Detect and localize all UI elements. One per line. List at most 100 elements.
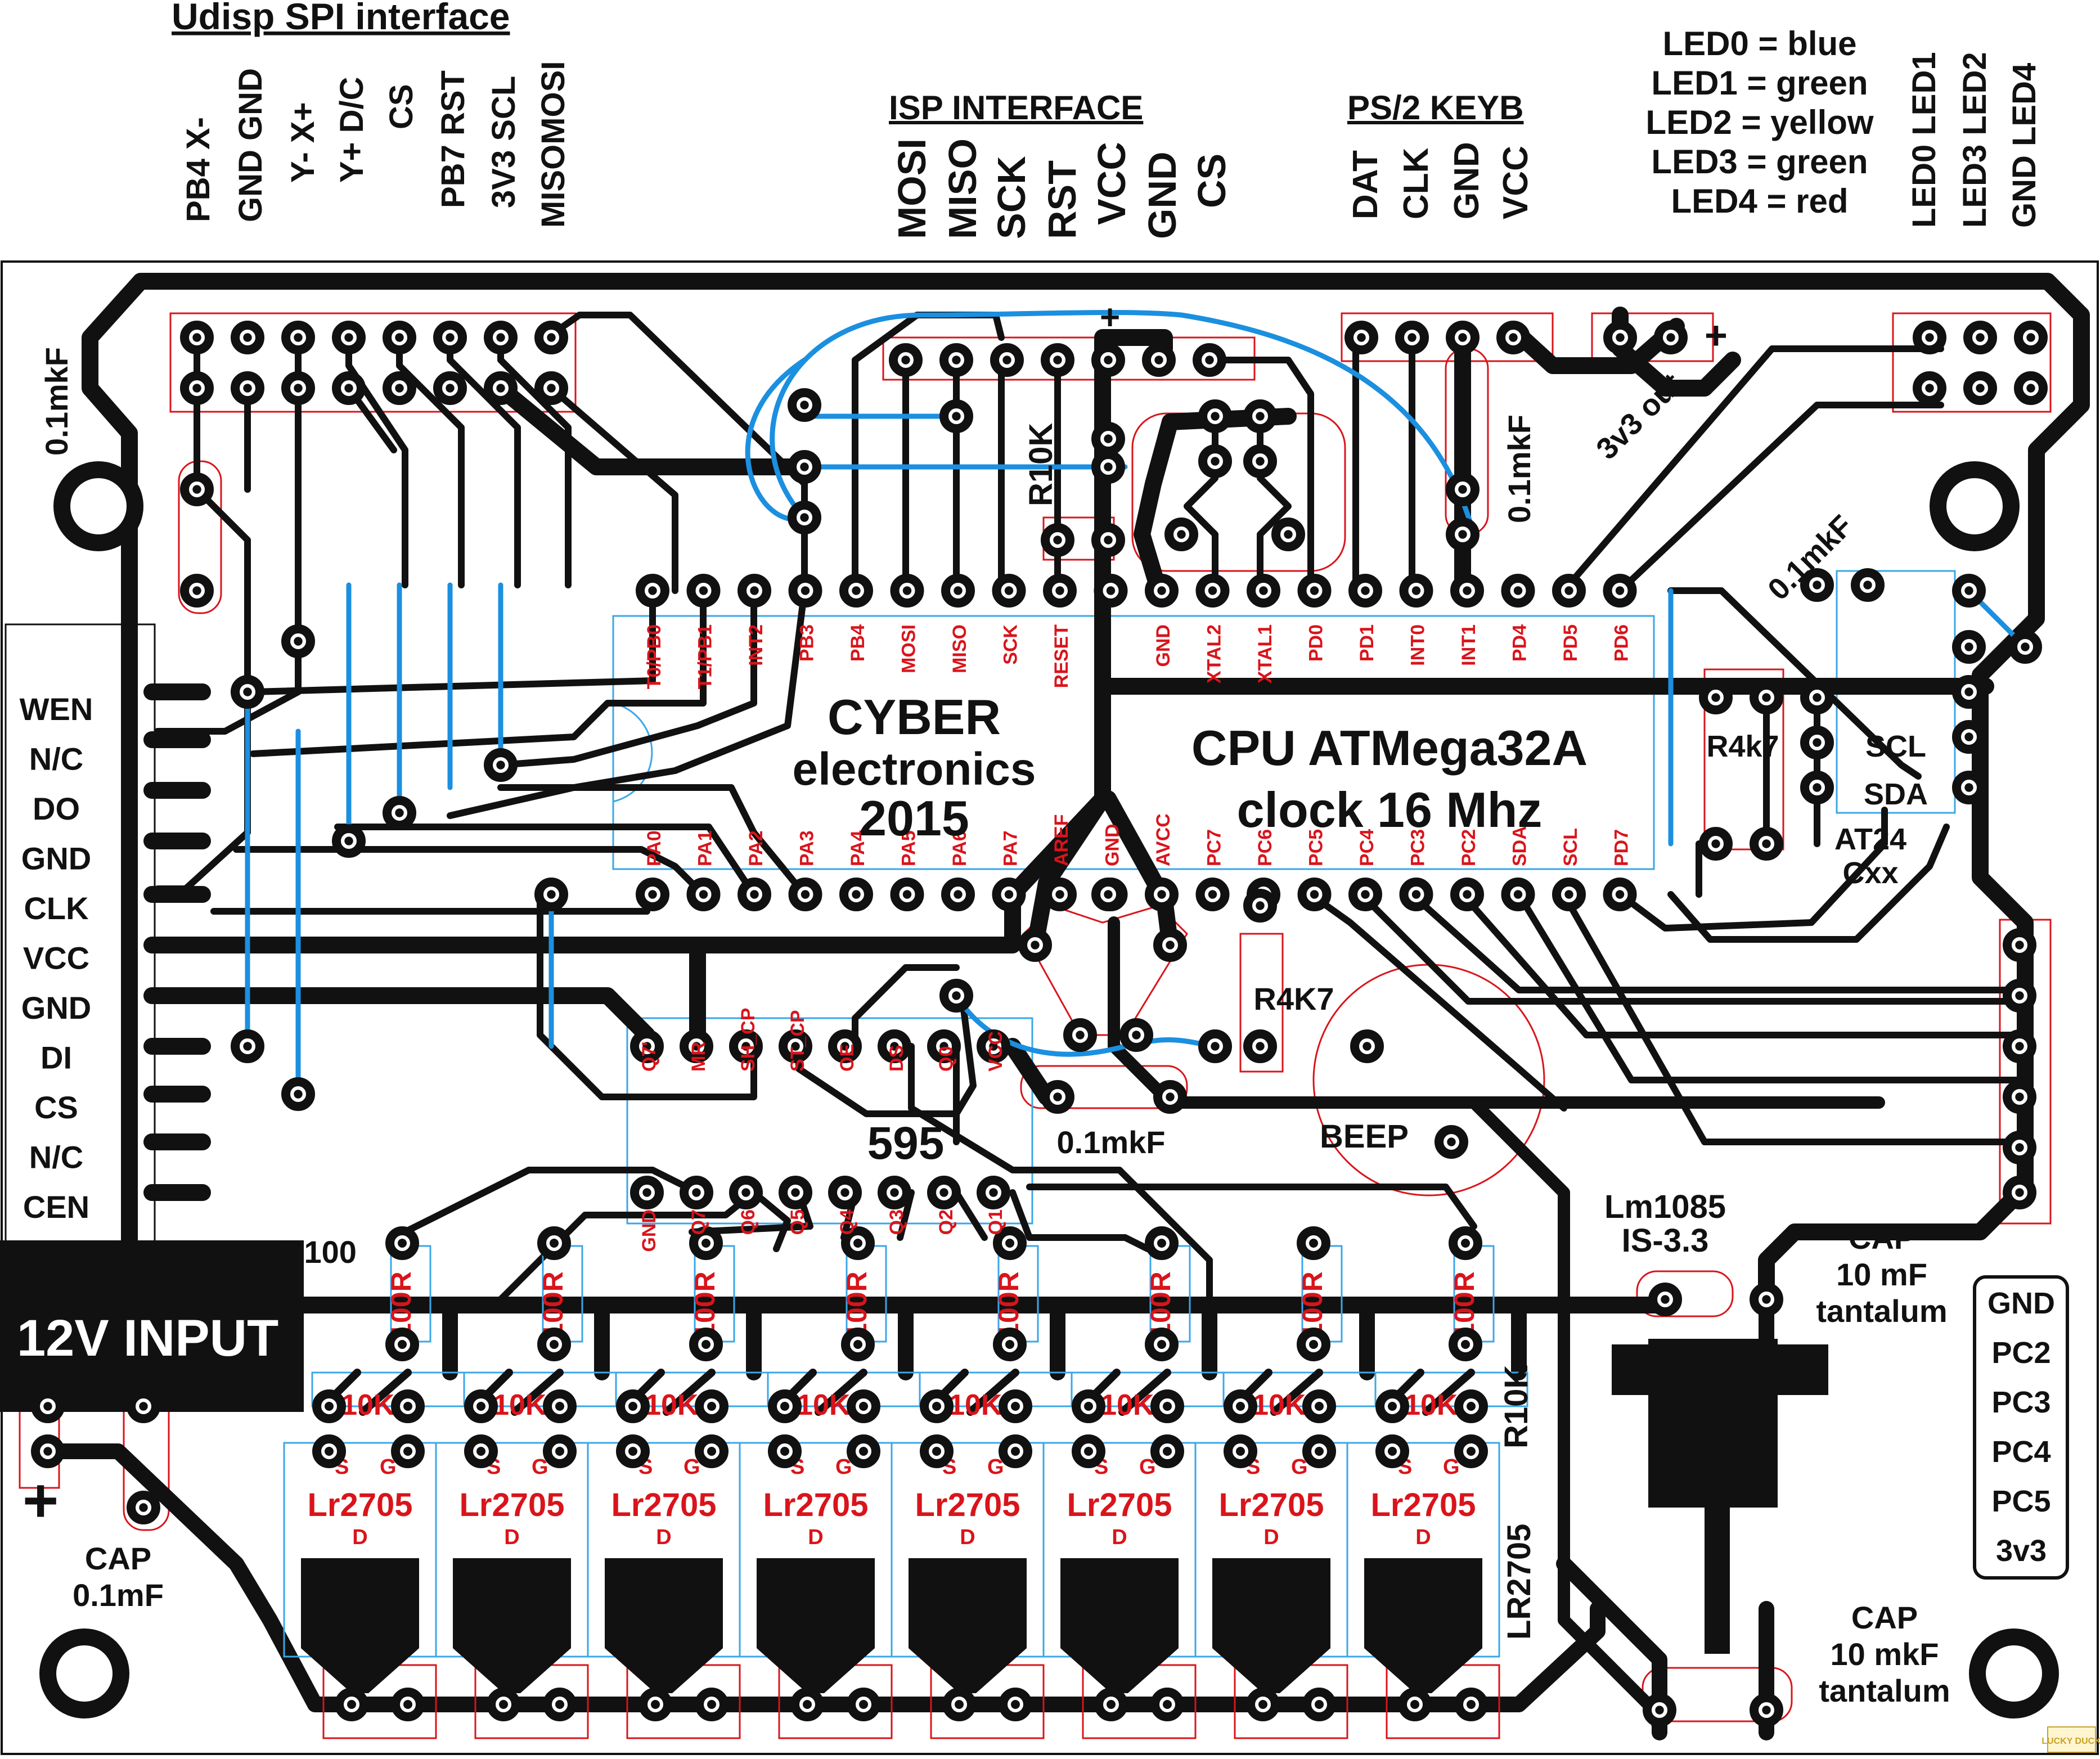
- pad: [433, 321, 467, 354]
- isp-plus-marker: +: [1100, 298, 1120, 337]
- eeprom-sda-label: SDA: [1864, 777, 1928, 811]
- pad: [534, 878, 568, 911]
- pin-label: ST_CP: [787, 1010, 808, 1072]
- pad: [180, 371, 214, 405]
- isp-pin-label: GND: [1140, 151, 1184, 239]
- pad: [31, 1434, 65, 1468]
- pad: [383, 321, 416, 354]
- pad: [2003, 928, 2036, 962]
- pad: [992, 574, 1026, 608]
- pad: [1963, 371, 1997, 405]
- pin-label: PA5: [898, 830, 920, 866]
- pin-label: INT0: [1408, 624, 1429, 666]
- pin-label: INT1: [1458, 624, 1480, 666]
- pin-label: PB3: [797, 624, 818, 662]
- pin-label: SCK: [1000, 624, 1022, 665]
- pin-label: SH_CP: [738, 1008, 759, 1072]
- pin-label: INT2: [745, 624, 767, 666]
- isp-pin-label: MISO: [941, 138, 984, 239]
- pad: [281, 1077, 315, 1111]
- pad: [281, 371, 315, 405]
- pad: [1952, 574, 1986, 608]
- out-3v3-label: 3v3 out: [1590, 367, 1689, 466]
- pad: [1243, 889, 1277, 923]
- pad: [1297, 574, 1332, 608]
- pad: [1952, 720, 1986, 754]
- pad: [2003, 1131, 2036, 1164]
- pad: [231, 1029, 264, 1063]
- pin-label: PD5: [1560, 624, 1581, 662]
- pad: [878, 1176, 911, 1209]
- mosfet-drain-pin: D: [504, 1526, 519, 1549]
- mosfet-series-resistor: 100R: [1449, 1271, 1480, 1339]
- right-connector-label: PC5: [1991, 1484, 2050, 1518]
- pin-label: PD0: [1306, 624, 1327, 662]
- pad: [1091, 343, 1125, 377]
- pad: [1750, 827, 1783, 861]
- pin-label: SDA: [1509, 826, 1531, 866]
- isp-pin-label: MOSI: [890, 138, 934, 239]
- pad: [992, 878, 1026, 911]
- mosfet-series-resistor: 100R: [993, 1271, 1024, 1339]
- isp-pin-label: CS: [1190, 154, 1234, 208]
- pad: [1145, 574, 1179, 608]
- pad: [534, 371, 568, 405]
- pin-label: PA4: [847, 830, 869, 866]
- corner-logo: LUCKY DUCK: [2041, 1726, 2100, 1753]
- ps2-pin-label: GND: [1447, 142, 1486, 219]
- mosfet-series-resistor: 100R: [385, 1271, 417, 1339]
- pad: [939, 343, 973, 377]
- pad: [1699, 827, 1733, 861]
- mosfet-drain-pin: D: [1263, 1526, 1279, 1549]
- pad: [1399, 878, 1433, 911]
- pad: [1648, 1283, 1682, 1316]
- pad: [890, 574, 924, 608]
- pin-label: Q0: [936, 1046, 957, 1072]
- pad: [680, 1029, 713, 1063]
- pad: [2003, 1176, 2036, 1209]
- pad: [729, 1176, 763, 1209]
- pin-label: Q2: [936, 1209, 957, 1235]
- pad: [1952, 630, 1986, 664]
- pad: [1193, 343, 1226, 377]
- pad: [1501, 574, 1535, 608]
- pad: [127, 1389, 160, 1423]
- pad: [1800, 771, 1834, 804]
- cap-ps2-label: 0.1mkF: [1501, 415, 1537, 523]
- led-pin-labels: LED0 LED1 LED3 LED2 GND LED4: [1906, 52, 2043, 228]
- pad: [788, 501, 821, 534]
- left-connector-label: GND: [21, 841, 91, 876]
- pad: [939, 979, 973, 1013]
- pad: [1091, 422, 1125, 456]
- mosfet-series-resistor: 100R: [537, 1271, 569, 1339]
- pad: [680, 1176, 713, 1209]
- pad: [1750, 1693, 1783, 1727]
- pin-label: Q6: [738, 1209, 759, 1235]
- pad: [977, 1029, 1010, 1063]
- pad: [281, 624, 315, 658]
- pad: [977, 1176, 1010, 1209]
- brand-line-1: CYBER: [828, 689, 1001, 745]
- pin-label: RESET: [1051, 624, 1072, 689]
- pad: [1603, 321, 1637, 354]
- pad: [729, 1029, 763, 1063]
- left-connector-label: N/C: [29, 1140, 83, 1175]
- pad: [788, 574, 822, 608]
- pin-label: Q5: [787, 1209, 808, 1235]
- left-connector-label: CLK: [24, 890, 88, 926]
- pad: [686, 574, 721, 608]
- ps2-pin-label: DAT: [1346, 150, 1385, 219]
- board-outline: [1, 260, 2099, 1755]
- cap-bottom-label-3: tantalum: [1819, 1673, 1950, 1708]
- pad: [1395, 321, 1429, 354]
- mosfet-name: Lr2705: [915, 1487, 1020, 1523]
- corner-logo-text: LUCKY DUCK: [2041, 1736, 2100, 1746]
- pad: [1699, 681, 1733, 714]
- pin-label: PC2: [1458, 829, 1480, 866]
